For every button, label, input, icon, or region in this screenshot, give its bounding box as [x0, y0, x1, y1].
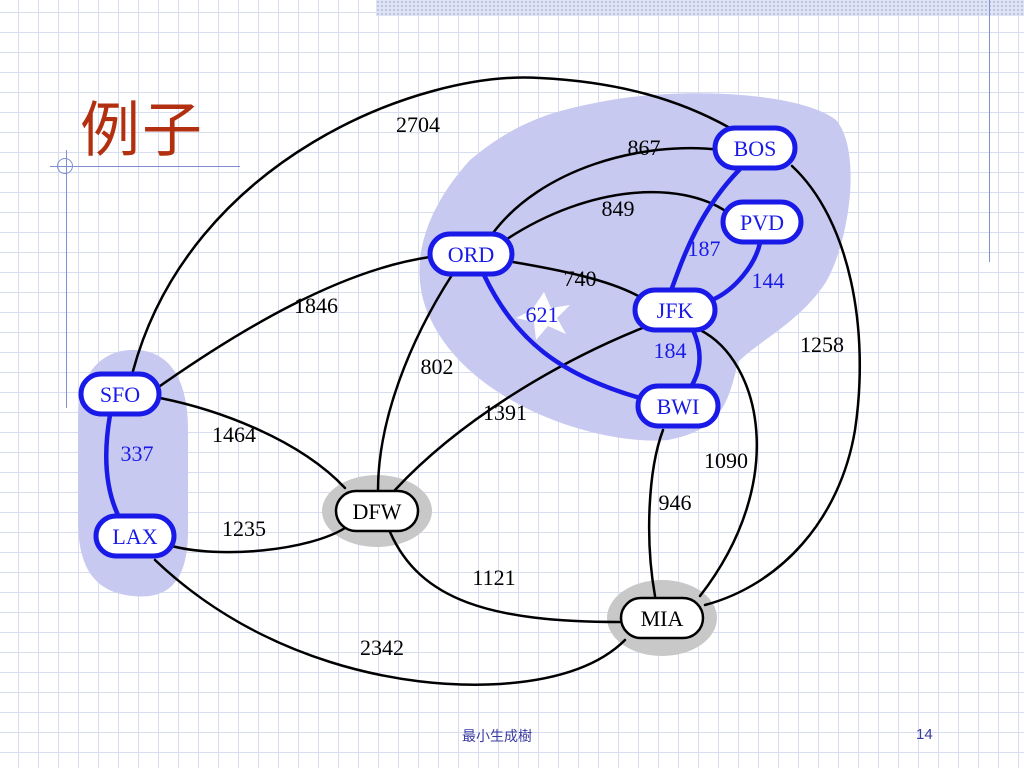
edge-lax-mia — [153, 558, 627, 686]
edge-sfo-bos — [131, 76, 732, 373]
edge-weight-ord-bos: 867 — [628, 135, 661, 160]
edge-weight-sfo-ord: 1846 — [294, 293, 338, 318]
edge-sfo-dfw — [158, 396, 347, 490]
node-label: BOS — [734, 136, 777, 161]
node-shape — [619, 596, 705, 640]
node-bwi: BWI — [635, 383, 721, 429]
edge-weight-dfw-mia: 1121 — [472, 565, 515, 590]
left-rule — [66, 150, 67, 408]
node-shape — [632, 287, 718, 333]
node-dfw: DFW — [334, 489, 420, 533]
node-label: SFO — [100, 382, 140, 407]
node-shape — [334, 489, 420, 533]
right-rule — [989, 0, 990, 262]
edge-weight-lax-dfw: 1235 — [222, 516, 266, 541]
node-mia: MIA — [619, 596, 705, 640]
edge-weight-bwi-mia: 946 — [659, 490, 692, 515]
edge-bos-mia — [703, 164, 862, 607]
node-sfo: SFO — [78, 371, 162, 417]
edge-jfk-bwi — [689, 327, 702, 388]
edge-weight-sfo-bos: 2704 — [396, 112, 440, 137]
edge-weight-ord-pvd: 849 — [602, 196, 635, 221]
edge-ord-pvd — [505, 190, 729, 241]
node-shape — [427, 231, 515, 277]
node-jfk: JFK — [632, 287, 718, 333]
edge-weight-pvd-jfk: 144 — [752, 268, 785, 293]
node-lax: LAX — [93, 513, 177, 559]
node-ord: ORD — [427, 231, 515, 277]
node-label: DFW — [353, 499, 402, 524]
graph-diagram: 2704 867 849 740 1846 802 1391 1464 1235 1121 2342… — [78, 76, 862, 686]
edge-dfw-jfk — [393, 323, 652, 492]
title-rule — [50, 166, 240, 167]
node-bos: BOS — [712, 125, 798, 171]
edge-weight-sfo-lax: 337 — [121, 441, 154, 466]
node-label: PVD — [740, 210, 784, 235]
node-pvd: PVD — [720, 199, 804, 245]
edge-weight-dfw-jfk: 1391 — [483, 400, 527, 425]
node-shape — [720, 199, 804, 245]
edge-dfw-mia — [388, 530, 622, 624]
edge-ord-dfw — [376, 273, 454, 492]
edge-jfk-mia — [698, 328, 758, 598]
edge-lax-dfw — [166, 526, 347, 554]
edge-weight-bos-mia: 1258 — [800, 332, 844, 357]
node-label: LAX — [112, 524, 157, 549]
edge-weight-bos-jfk: 187 — [688, 236, 721, 261]
edge-sfo-lax — [103, 412, 121, 518]
node-label: ORD — [448, 242, 494, 267]
mst-region-east — [419, 93, 851, 441]
edge-weight-jfk-bwi: 184 — [654, 338, 687, 363]
slide-title: 例子 — [80, 96, 204, 166]
header-band — [376, 0, 1024, 16]
edge-weight-jfk-mia: 1090 — [704, 448, 748, 473]
edge-sfo-ord — [158, 255, 432, 388]
node-shape — [93, 513, 177, 559]
edge-weight-lax-mia: 2342 — [360, 635, 404, 660]
node-label: JFK — [657, 298, 694, 323]
node-shape — [78, 371, 162, 417]
edge-weight-sfo-dfw: 1464 — [212, 422, 256, 447]
node-shape — [635, 383, 721, 429]
node-shape — [712, 125, 798, 171]
node-label: MIA — [641, 606, 684, 631]
footer-title: 最小生成樹 — [462, 729, 532, 745]
star-marker — [516, 292, 570, 340]
edge-ord-bos — [491, 146, 724, 235]
edge-weight-ord-jfk: 740 — [564, 266, 597, 291]
edge-bwi-mia — [647, 428, 665, 598]
edge-bos-jfk — [669, 166, 743, 291]
edge-weight-ord-dfw: 802 — [421, 354, 454, 379]
edge-ord-bwi — [481, 272, 643, 401]
edge-pvd-jfk — [709, 240, 763, 303]
edge-ord-jfk — [511, 260, 642, 299]
node-label: BWI — [657, 394, 700, 419]
page-number: 14 — [916, 726, 933, 743]
title-bullet-icon — [57, 158, 73, 174]
edge-weight-ord-bwi: 621 — [526, 302, 559, 327]
